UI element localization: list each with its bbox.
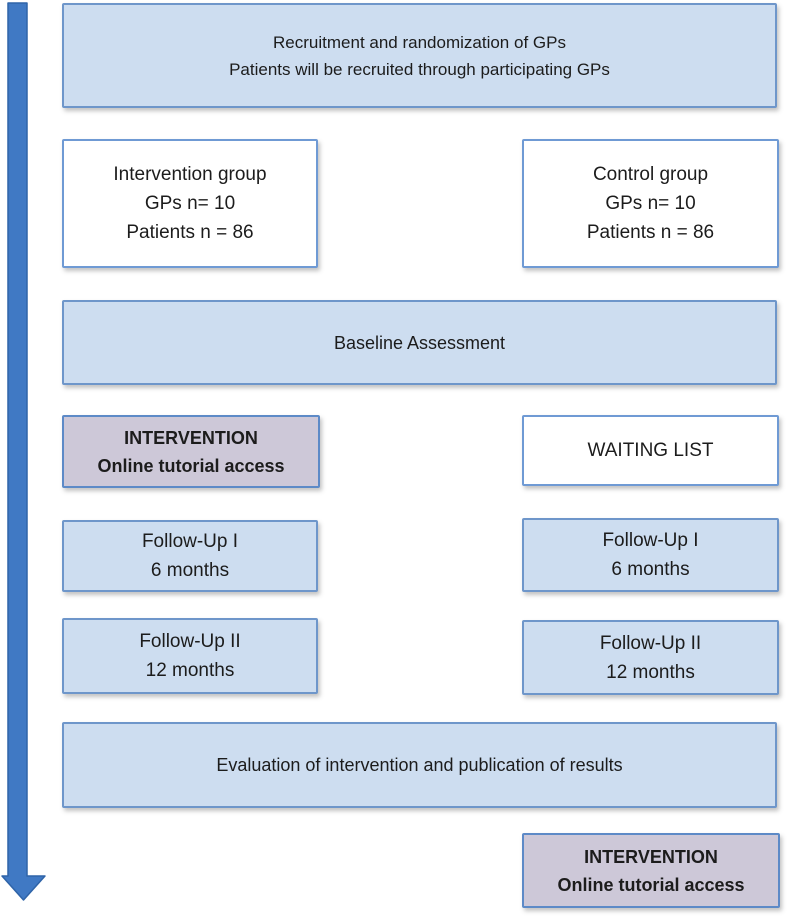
recruitment-line-1: Recruitment and randomization of GPs	[273, 32, 566, 52]
evaluation-label: Evaluation of intervention and publicati…	[216, 755, 623, 775]
recruitment-box: Recruitment and randomization of GPs Pat…	[62, 3, 777, 108]
followup2-intervention-box: Follow-Up II 12 months	[62, 618, 318, 694]
intervention-access-top-line-2: Online tutorial access	[97, 455, 285, 476]
timeline-down-arrow-icon	[1, 2, 46, 901]
control-group-title: Control group	[592, 164, 709, 185]
intervention-access-box-top: INTERVENTION Online tutorial access	[62, 415, 320, 488]
followup2-right-time: 12 months	[606, 661, 695, 683]
evaluation-box: Evaluation of intervention and publicati…	[62, 722, 777, 808]
intervention-access-bottom-line-2: Online tutorial access	[557, 874, 745, 895]
control-group-patients: Patients n = 86	[586, 222, 715, 243]
baseline-assessment-label: Baseline Assessment	[333, 332, 506, 353]
followup1-right-title: Follow-Up I	[602, 530, 699, 551]
followup1-control-box: Follow-Up I 6 months	[522, 518, 779, 592]
intervention-group-gps: GPs n= 10	[144, 193, 236, 214]
intervention-group-title: Intervention group	[113, 164, 267, 185]
intervention-group-patients: Patients n = 86	[126, 222, 254, 243]
intervention-access-box-bottom: INTERVENTION Online tutorial access	[522, 833, 780, 908]
intervention-access-top-line-1: INTERVENTION	[124, 427, 258, 448]
intervention-group-box: Intervention group GPs n= 10 Patients n …	[62, 139, 318, 268]
followup2-left-time: 12 months	[145, 660, 235, 681]
followup2-right-title: Follow-Up II	[599, 632, 702, 654]
followup1-left-time: 6 months	[150, 560, 230, 581]
followup2-control-box: Follow-Up II 12 months	[522, 620, 779, 695]
followup1-right-time: 6 months	[611, 559, 690, 580]
followup2-left-title: Follow-Up II	[139, 631, 241, 652]
intervention-access-bottom-line-1: INTERVENTION	[584, 846, 718, 867]
control-group-gps: GPs n= 10	[605, 193, 696, 214]
baseline-assessment-box: Baseline Assessment	[62, 300, 777, 385]
recruitment-line-2: Patients will be recruited through parti…	[229, 59, 610, 79]
waiting-list-box: WAITING LIST	[522, 415, 779, 486]
followup1-left-title: Follow-Up I	[141, 531, 239, 552]
control-group-box: Control group GPs n= 10 Patients n = 86	[522, 139, 779, 268]
waiting-list-label: WAITING LIST	[587, 440, 714, 461]
followup1-intervention-box: Follow-Up I 6 months	[62, 520, 318, 592]
